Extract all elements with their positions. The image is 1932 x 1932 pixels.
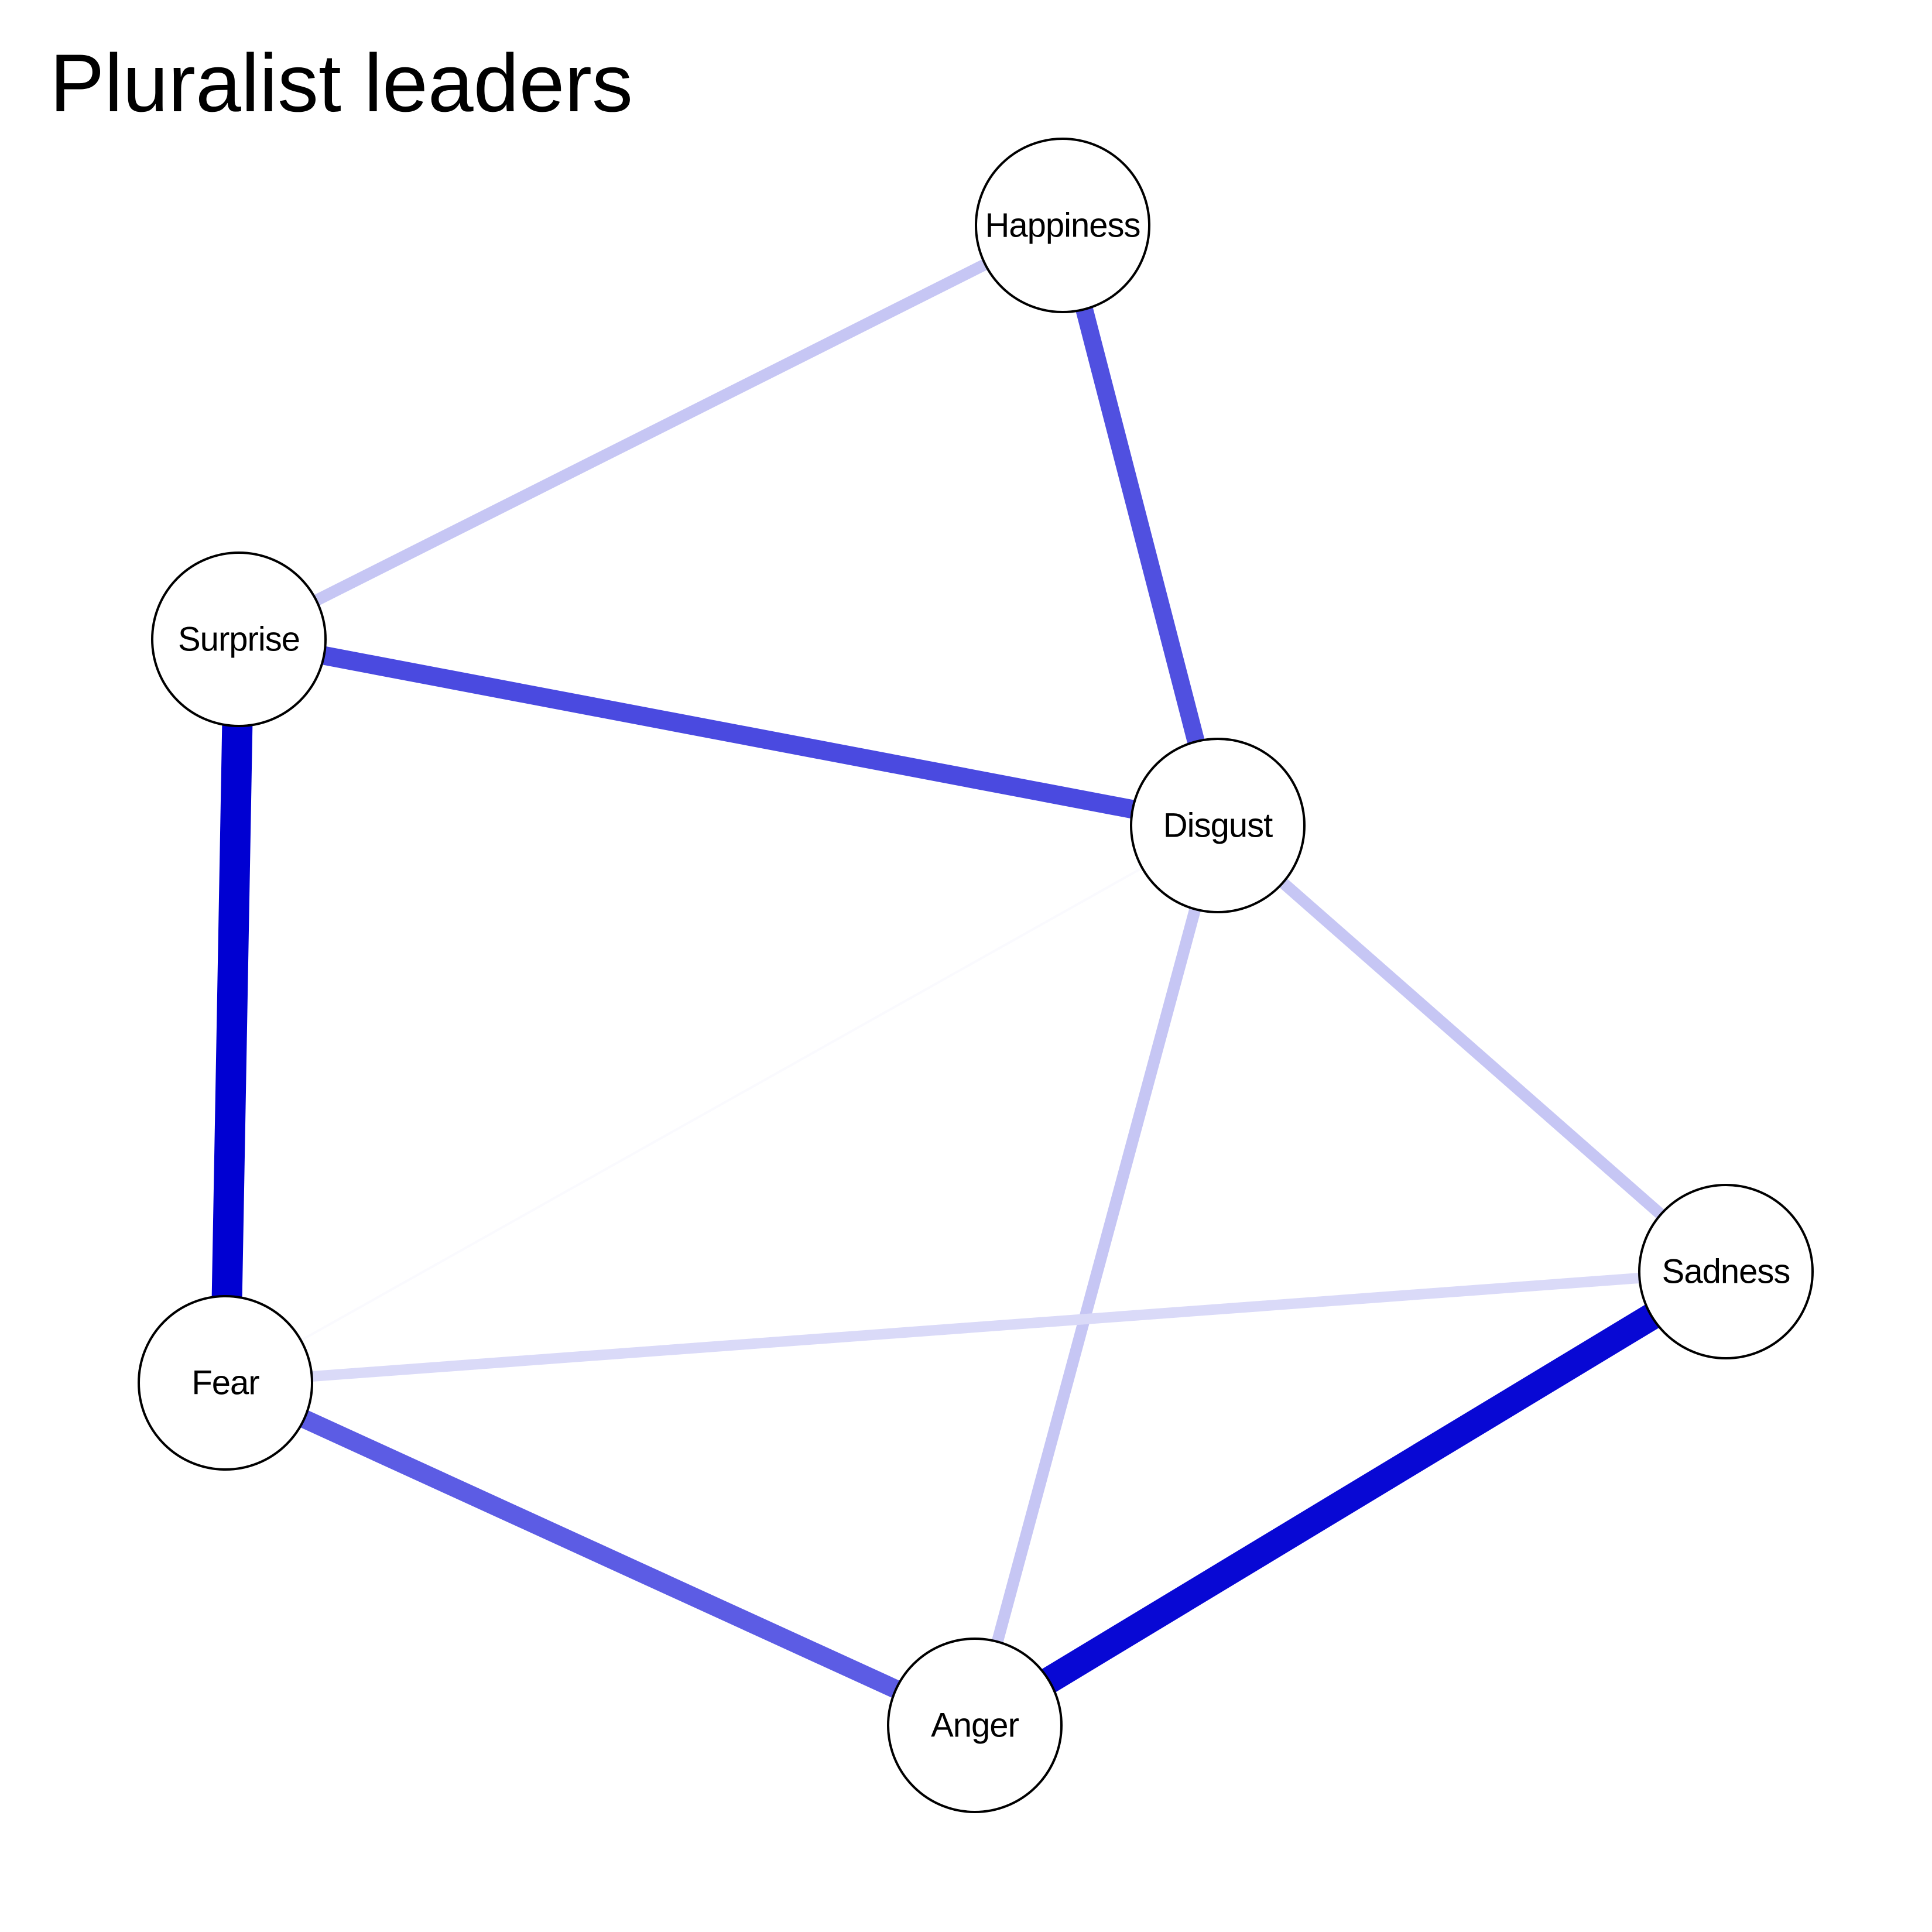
node-sadness: Sadness [1638,1184,1814,1359]
node-circle-happiness [975,138,1150,313]
edge-disgust-sadness [1214,821,1730,1276]
node-label-fear: Fear [191,1364,259,1402]
diagram-title: Pluralist leaders [50,37,633,129]
node-circle-anger [887,1638,1063,1813]
edge-disgust-fear [225,824,1218,1384]
edge-sadness-fear [225,1266,1727,1388]
node-label-surprise: Surprise [178,621,300,659]
node-circle-fear [138,1295,313,1471]
node-label-anger: Anger [931,1707,1019,1745]
edge-happiness-disgust [1054,223,1227,828]
edge-sadness-anger [968,1260,1733,1737]
node-disgust: Disgust [1130,738,1306,913]
edge-fear-anger [221,1374,979,1734]
edge-happiness-surprise [236,220,1066,645]
node-fear: Fear [138,1295,313,1471]
node-anger: Anger [887,1638,1063,1813]
node-circle-surprise [151,551,327,727]
edge-layer [210,220,1733,1737]
node-label-happiness: Happiness [985,207,1140,245]
node-surprise: Surprise [151,551,327,727]
node-circle-disgust [1130,738,1306,913]
edge-surprise-fear [210,639,254,1383]
node-happiness: Happiness [975,138,1150,313]
node-circle-sadness [1638,1184,1814,1359]
node-label-sadness: Sadness [1662,1253,1790,1291]
edge-disgust-anger [969,824,1224,1727]
edge-surprise-disgust [237,630,1220,835]
node-label-disgust: Disgust [1163,807,1273,845]
